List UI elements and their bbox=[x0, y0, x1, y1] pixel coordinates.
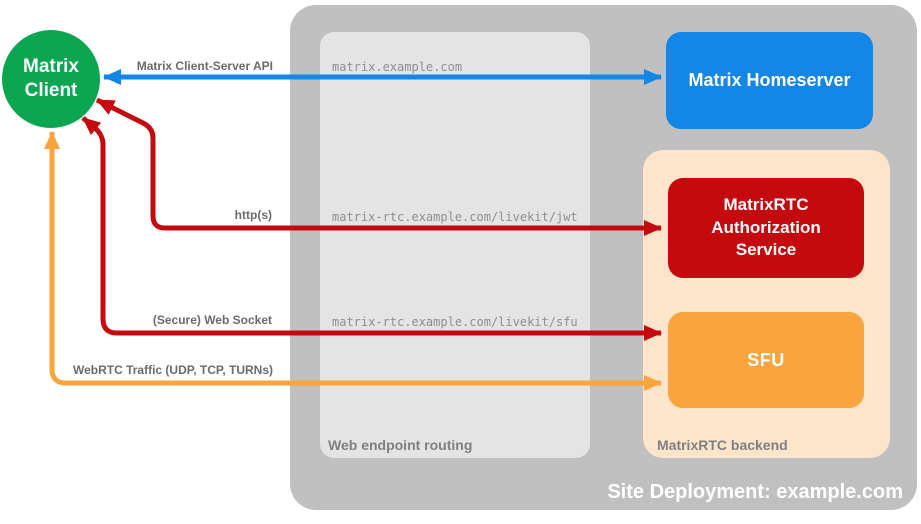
label-client-server-api: Matrix Client-Server API bbox=[136, 59, 273, 73]
web-endpoint-routing-box bbox=[320, 32, 590, 458]
node-matrixrtc-authorization-service: MatrixRTC Authorization Service bbox=[668, 178, 864, 278]
matrixrtc-backend-caption: MatrixRTC backend bbox=[657, 437, 788, 453]
node-sfu: SFU bbox=[668, 312, 864, 408]
endpoint-matrix-example-com: matrix.example.com bbox=[332, 60, 463, 74]
label-webrtc-traffic: WebRTC Traffic (UDP, TCP, TURNs) bbox=[72, 363, 273, 377]
web-endpoint-routing-caption: Web endpoint routing bbox=[328, 437, 473, 453]
node-auth-service-label: MatrixRTC Authorization Service bbox=[711, 195, 821, 260]
label-secure-web-socket: (Secure) Web Socket bbox=[152, 313, 272, 327]
endpoint-livekit-jwt: matrix-rtc.example.com/livekit/jwt bbox=[332, 210, 578, 224]
label-https: http(s) bbox=[234, 208, 272, 222]
node-sfu-label: SFU bbox=[747, 349, 785, 370]
node-matrix-homeserver: Matrix Homeserver bbox=[666, 32, 873, 129]
node-matrix-homeserver-label: Matrix Homeserver bbox=[688, 70, 851, 90]
endpoint-livekit-sfu: matrix-rtc.example.com/livekit/sfu bbox=[332, 315, 578, 329]
node-matrix-client: Matrix Client bbox=[2, 30, 100, 128]
site-deployment-caption: Site Deployment: example.com bbox=[607, 481, 903, 503]
node-matrix-client-label: Matrix Client bbox=[23, 56, 79, 101]
